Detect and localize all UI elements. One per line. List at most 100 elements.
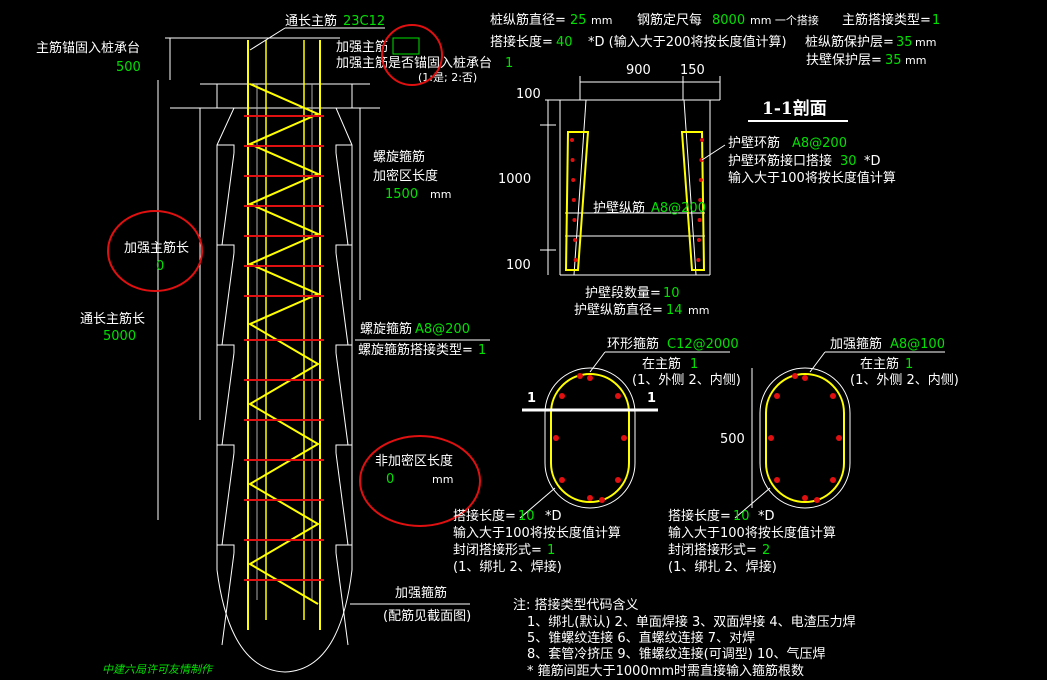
reinf-len-value[interactable]: 0 bbox=[156, 259, 164, 274]
wall-ring-right bbox=[680, 131, 706, 271]
wallcover-value[interactable]: 35 bbox=[885, 53, 902, 68]
ringR-pos-value[interactable]: 1 bbox=[905, 357, 913, 372]
mainlap-value[interactable]: 1 bbox=[932, 13, 940, 28]
anchor-value[interactable]: 500 bbox=[116, 60, 141, 75]
ring-lap-value[interactable]: 30 bbox=[840, 154, 857, 169]
ringL-dots-bar-3 bbox=[621, 435, 627, 441]
wall-step-right bbox=[335, 444, 352, 453]
anchor-label: 主筋锚固入桩承台 bbox=[36, 40, 140, 56]
section-1-1: 900 150 100 1000 100 1-1剖面 护壁环筋 A8@200 护… bbox=[498, 63, 896, 318]
reinforcing-hoops bbox=[244, 115, 324, 581]
ringL-pos-label: 在主筋 bbox=[642, 356, 681, 372]
ringR-close-value[interactable]: 2 bbox=[762, 543, 770, 558]
ring-value[interactable]: A8@200 bbox=[792, 136, 847, 151]
mainlap-label: 主筋搭接类型= bbox=[842, 12, 931, 28]
wall-bar-dot-right bbox=[697, 238, 701, 242]
spiral-stirrup bbox=[247, 83, 321, 605]
ring-leader bbox=[701, 144, 726, 161]
ringR-title-label: 加强箍筋 bbox=[830, 336, 882, 352]
nondense-label: 非加密区长度 bbox=[375, 453, 453, 469]
laplen-value[interactable]: 40 bbox=[556, 35, 573, 50]
cover-value[interactable]: 35 bbox=[896, 35, 913, 50]
spiral-dense-unit: mm bbox=[430, 188, 451, 201]
ringR-dots-bar-9 bbox=[792, 373, 798, 379]
ringL-lap-value[interactable]: 10 bbox=[518, 509, 535, 524]
ringR-title-value[interactable]: A8@100 bbox=[890, 337, 945, 352]
reinf-hoop-note: (配筋见截面图) bbox=[383, 608, 471, 624]
seg-label: 护壁段数量= bbox=[585, 286, 661, 301]
wall-taper-left bbox=[221, 552, 235, 646]
ringL-close-label: 封闭搭接形式= bbox=[453, 542, 542, 558]
cover-label: 桩纵筋保护层= bbox=[805, 34, 894, 50]
reinf-main-input[interactable] bbox=[392, 37, 420, 55]
wall-taper-right bbox=[335, 252, 349, 346]
through-value[interactable]: 23C12 bbox=[343, 14, 385, 29]
ringR-dots-bar-2 bbox=[774, 393, 780, 399]
ringL-lap-leader bbox=[519, 487, 556, 519]
ring-right-leader bbox=[809, 351, 826, 373]
fixed-value[interactable]: 8000 bbox=[712, 13, 745, 28]
cut-mark-right: 1 bbox=[647, 391, 656, 406]
cut-mark-left: 1 bbox=[527, 391, 536, 406]
ringL-title-label: 环形箍筋 bbox=[607, 336, 659, 352]
through-len-label: 通长主筋长 bbox=[80, 311, 145, 327]
ringL-title-value[interactable]: C12@2000 bbox=[667, 337, 739, 352]
ringR-dots-bar-5 bbox=[830, 477, 836, 483]
ring-right-outline bbox=[759, 367, 851, 509]
spiral-dense-label1: 螺旋箍筋 bbox=[373, 149, 425, 165]
ringR-dots-bar-4 bbox=[768, 435, 774, 441]
wall-taper-left bbox=[221, 452, 235, 546]
ringR-dots-bar-3 bbox=[836, 435, 842, 441]
wallcover-label: 扶壁保护层= bbox=[806, 53, 882, 68]
ringL-close-value[interactable]: 1 bbox=[547, 543, 555, 558]
wall-taper-right bbox=[335, 452, 349, 546]
spiral-value[interactable]: A8@200 bbox=[415, 322, 470, 337]
fixed-label: 钢筋定尺每 bbox=[637, 12, 702, 28]
ringR-lap-value[interactable]: 10 bbox=[733, 509, 750, 524]
wall-taper-left bbox=[221, 152, 235, 246]
long-value[interactable]: A8@200 bbox=[651, 201, 706, 216]
through-leader bbox=[249, 27, 286, 51]
wall-step-left bbox=[217, 444, 235, 453]
nondense-value[interactable]: 0 bbox=[386, 472, 394, 487]
ring-right-bars bbox=[768, 373, 842, 503]
spiral-dense-value[interactable]: 1500 bbox=[385, 187, 418, 202]
wall-bar-dot-left bbox=[573, 258, 578, 262]
section-left-inner bbox=[573, 99, 587, 276]
ringL-pos-value[interactable]: 1 bbox=[690, 357, 698, 372]
through-len-value[interactable]: 5000 bbox=[103, 329, 136, 344]
spiral-lap-value[interactable]: 1 bbox=[478, 343, 486, 358]
reinf-hoop-label: 加强箍筋 bbox=[395, 585, 447, 601]
ring-lap-note: 输入大于100将按长度值计算 bbox=[728, 170, 896, 186]
pile-outline-right bbox=[335, 84, 353, 570]
ringL-dots-bar-6 bbox=[559, 477, 565, 483]
reinf-anchor-value[interactable]: 1 bbox=[505, 56, 513, 71]
wall-bar-dot-left bbox=[570, 138, 574, 142]
longdia-label: 护壁纵筋直径= bbox=[574, 302, 663, 318]
pile-outline-left bbox=[216, 84, 235, 570]
wall-bar-dot-left bbox=[570, 158, 575, 162]
wall-ring-left bbox=[564, 131, 590, 271]
wall-step-right bbox=[335, 244, 352, 253]
dia-value[interactable]: 25 bbox=[570, 13, 587, 28]
spiral-lap-label: 螺旋箍筋搭接类型= bbox=[358, 342, 473, 358]
cover-unit: mm bbox=[915, 36, 936, 49]
ring-lap-unit: *D bbox=[864, 154, 881, 169]
wall-bar-dot-left bbox=[571, 198, 576, 202]
laplen-note: *D (输入大于200将按长度值计算) bbox=[588, 34, 787, 50]
wall-taper-left bbox=[221, 352, 235, 446]
seg-value[interactable]: 10 bbox=[663, 286, 680, 301]
wall-step-right bbox=[335, 544, 352, 553]
ringR-lap-note: 输入大于100将按长度值计算 bbox=[668, 525, 836, 541]
wall-step-left bbox=[217, 544, 235, 553]
wall-step-left bbox=[217, 344, 235, 353]
highlight-circle-bottom bbox=[359, 435, 481, 527]
wall-step-right bbox=[335, 344, 352, 353]
ringL-dots-bar-2 bbox=[559, 393, 565, 399]
ringL-lap-unit: *D bbox=[545, 509, 562, 524]
dia-unit: mm bbox=[591, 14, 612, 27]
ring-left-bars bbox=[553, 373, 627, 503]
ringR-pos-opts: (1、外侧 2、内侧) bbox=[850, 372, 959, 388]
longdia-value[interactable]: 14 bbox=[666, 303, 683, 318]
